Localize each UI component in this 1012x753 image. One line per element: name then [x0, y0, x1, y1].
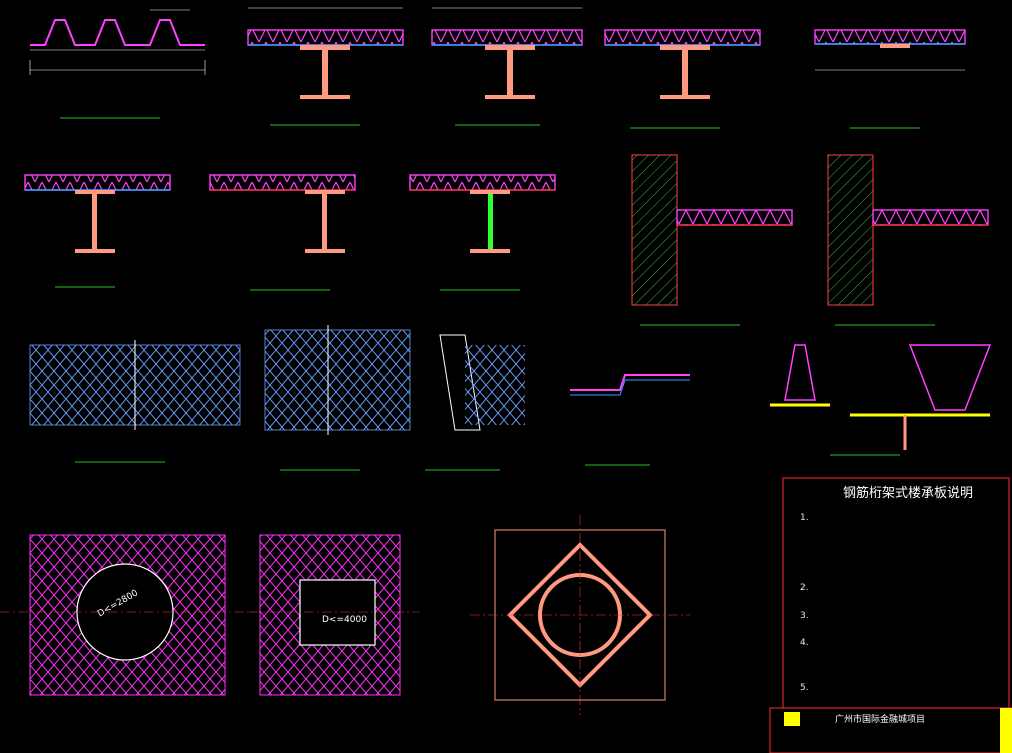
beam-joint-3	[604, 29, 761, 129]
opening-edge-detail-1	[209, 174, 356, 291]
wall-joint-2	[827, 154, 989, 326]
plan-lap-detail-1	[29, 340, 241, 463]
edge-detail-2	[24, 174, 171, 288]
notes-panel: 钢筋桁架式楼承板说明 1. 2. 3. 4. 5.	[782, 477, 1010, 709]
edge-detail-1	[814, 29, 966, 129]
note-3-label: 3.	[800, 611, 809, 621]
title-block: 广州市国际金融城项目	[769, 707, 1012, 753]
deck-profile-detail	[29, 9, 206, 119]
reinforced-opening-plan	[470, 515, 690, 715]
beam-joint-2	[431, 7, 583, 126]
wall-joint-1	[631, 154, 793, 326]
note-2-label: 2.	[800, 583, 809, 593]
square-opening-dim: D<=4000	[322, 615, 367, 625]
note-4-label: 4.	[800, 638, 809, 648]
plan-lap-detail-3	[425, 334, 525, 471]
square-opening-plan: D<=4000	[250, 534, 420, 696]
slab-step-detail	[570, 374, 690, 466]
project-title: 广州市国际金融城项目	[835, 713, 925, 725]
note-5-label: 5.	[800, 683, 809, 693]
plan-lap-detail-2	[264, 325, 411, 471]
support-detail	[770, 344, 992, 456]
beam-joint-1	[247, 7, 404, 126]
notes-title: 钢筋桁架式楼承板说明	[843, 485, 973, 501]
note-1-label: 1.	[800, 513, 809, 523]
opening-edge-detail-2	[409, 174, 556, 291]
circular-opening-plan: D<=2800	[0, 534, 250, 696]
